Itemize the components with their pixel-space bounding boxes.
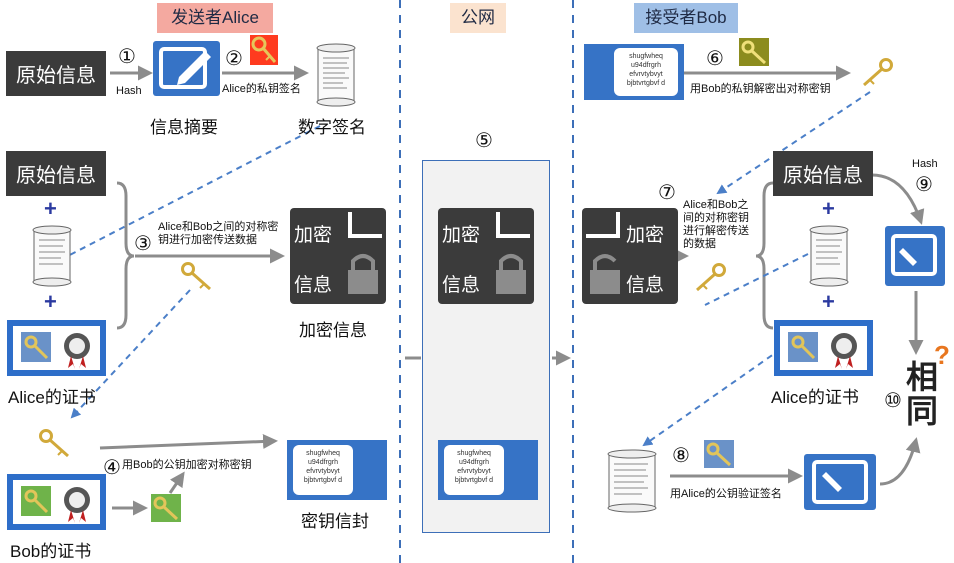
bob-key-icon	[39, 429, 69, 458]
step-6-number: ⑥	[706, 48, 724, 70]
step-5-number: ⑤	[475, 130, 493, 152]
alice-public-key-icon	[704, 440, 734, 468]
step-7-text: Alice和Bob之间的对称密钥进行解密传送的数据	[683, 199, 749, 250]
received-envelope-icon: shugfwheq u94dfrgrh efvrvtybvyt bjbtvrtg…	[584, 44, 684, 100]
receiver-encrypted-info-icon: 加密 信息	[582, 208, 678, 304]
step-3-text: Alice和Bob之间的对称密钥进行加密传送数据	[158, 221, 279, 246]
original-info-box: 原始信息	[6, 51, 106, 96]
plus-sign-2: +	[44, 289, 57, 314]
receiver-signature-scroll-icon	[809, 225, 849, 287]
step-7-number: ⑦	[658, 182, 676, 204]
network-title: 公网	[450, 3, 506, 33]
alice-certificate-icon	[7, 320, 106, 376]
digital-signature-scroll-icon	[316, 43, 356, 107]
step-1-number: ①	[118, 46, 136, 68]
plus-sign-1: +	[44, 196, 57, 221]
question-mark-icon: ?	[934, 340, 950, 370]
step-8-text: 用Alice的公钥验证签名	[670, 488, 782, 500]
digest-edit-icon	[153, 41, 220, 96]
digest-label: 信息摘要	[150, 118, 218, 137]
receiver-symmetric-key-icon	[696, 263, 726, 292]
step-3-number: ③	[134, 233, 152, 255]
receiver-alice-cert-label: Alice的证书	[771, 388, 859, 407]
receiver-alice-certificate-icon	[774, 320, 873, 376]
step-4-number: ④	[103, 457, 121, 479]
bob-private-key-icon	[739, 38, 769, 66]
encrypted-info-icon: 加密 信息	[290, 208, 386, 304]
step-4-text: 用Bob的公钥加密对称密钥	[122, 459, 252, 471]
decrypted-symmetric-key-icon	[863, 58, 893, 87]
step-6-text: 用Bob的私钥解密出对称密钥	[690, 83, 831, 95]
alice-cert-label: Alice的证书	[8, 388, 96, 407]
step-2-number: ②	[225, 48, 243, 70]
symmetric-key-icon	[181, 262, 211, 291]
receiver-title: 接受者Bob	[634, 3, 738, 33]
original-info-box-2: 原始信息	[6, 151, 106, 196]
network-envelope-icon: shugfwheq u94dfrgrh efvrvtybvyt bjbtvrtg…	[438, 440, 538, 500]
receiver-digest-icon-bottom	[804, 454, 876, 510]
plus-sign-4: +	[822, 289, 835, 314]
receiver-original-info-box: 原始信息	[773, 151, 873, 196]
plus-sign-3: +	[822, 196, 835, 221]
receiver-hash-label: Hash	[912, 158, 938, 170]
alice-private-sign-label: Alice的私钥签名	[222, 83, 301, 95]
step-10-number: ⑩	[884, 390, 902, 412]
step-8-number: ⑧	[672, 445, 690, 467]
key-envelope-label: 密钥信封	[301, 512, 369, 531]
digital-signature-label: 数字签名	[298, 118, 366, 137]
key-envelope-icon: shugfwheq u94dfrgrh efvrvtybvyt bjbtvrtg…	[287, 440, 387, 500]
bob-cert-label: Bob的证书	[10, 542, 92, 561]
bob-public-key-icon	[151, 494, 181, 522]
received-signature-scroll-icon	[607, 449, 657, 513]
bob-certificate-icon	[7, 474, 106, 530]
step-9-number: ⑨	[915, 174, 933, 196]
same-label: 相同	[906, 359, 939, 429]
signature-scroll-icon	[32, 225, 72, 287]
network-encrypted-info-icon: 加密 信息	[438, 208, 534, 304]
encrypted-info-label: 加密信息	[299, 321, 367, 340]
hash-label: Hash	[116, 85, 142, 97]
sender-title: 发送者Alice	[157, 3, 273, 33]
private-key-icon	[250, 35, 278, 65]
receiver-digest-icon-top	[885, 226, 945, 286]
